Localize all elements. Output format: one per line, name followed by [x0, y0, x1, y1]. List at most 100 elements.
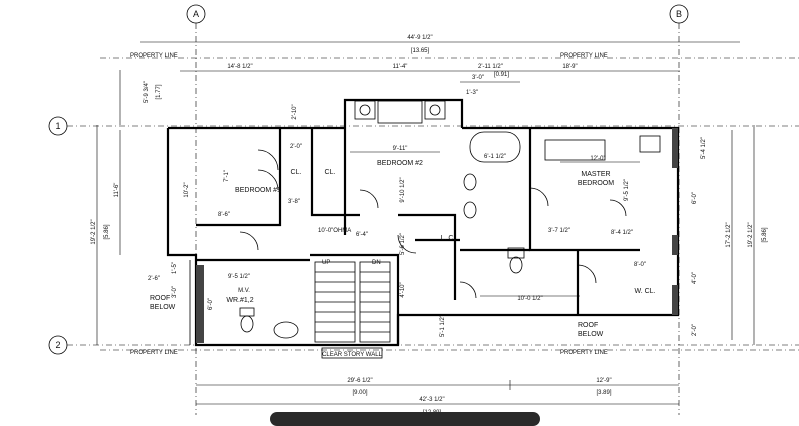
room-walk-in-closet: W. CL. — [634, 288, 655, 295]
dim-top-s2: 1'-3" — [466, 90, 478, 96]
dim-right-e: 4'-0" — [692, 272, 698, 284]
roof-below-right-2: BELOW — [578, 331, 604, 338]
dim-12-0: 12'-0" — [590, 156, 605, 162]
dim-left-1-metric: [1.77] — [156, 84, 162, 99]
wr-toilet-tank — [239, 307, 255, 317]
wr-toilet-bowl — [240, 315, 254, 333]
dim-bottom-a-metric: [9.00] — [352, 390, 367, 396]
property-line-label-top-right: PROPERTY LINE — [560, 53, 608, 59]
nightstand-1 — [354, 100, 376, 120]
room-bedroom-1: BEDROOM #1 — [235, 187, 281, 194]
dim-bottom-b: 12'-9" — [596, 378, 611, 384]
clear-story-wall-label: CLEAR STORY WALL — [322, 352, 382, 358]
dim-bottom-overall: 42'-3 1/2" — [419, 397, 444, 403]
dim-10-0: 10'-0 1/2" — [517, 296, 542, 302]
room-linen-closet: L. C. — [441, 235, 456, 242]
fixtures — [189, 100, 661, 345]
room-labels: BEDROOM #1 BEDROOM #2 MASTER BEDROOM CL.… — [150, 160, 656, 359]
room-washroom: WR.#1,2 — [226, 297, 253, 304]
dim-1-5: 1'-5" — [172, 262, 178, 274]
master-headboard — [544, 139, 606, 161]
room-mv: M.V. — [238, 288, 250, 294]
lamp-2 — [429, 104, 441, 116]
dim-7-1: 7'-1" — [224, 170, 230, 182]
interior-dimensions: 2'-10" 9'-11" 10'-2" 7'-1" 8'-6" 3'-8" 2… — [184, 104, 646, 337]
dim-3-0: 3'-0" — [172, 286, 178, 298]
dim-left-b: 11'-6" — [114, 183, 120, 198]
dim-8-4: 8'-4 1/2" — [611, 230, 633, 236]
dim-9-5b: 9'-5 1/2" — [228, 274, 250, 280]
roof-below-left-1: ROOF — [150, 295, 170, 302]
toilet-tank — [507, 247, 525, 259]
toilet-bowl — [509, 256, 523, 274]
room-bedroom-2: BEDROOM #2 — [377, 160, 423, 167]
dim-8-6: 8'-6" — [218, 212, 230, 218]
dim-left-1: 5'-9 3/4" — [144, 81, 150, 103]
bottom-scroll-bar[interactable] — [270, 412, 540, 426]
dim-left-metric: [5.86] — [104, 224, 110, 239]
grid-line-2: 2 — [48, 335, 799, 355]
dim-top-s1: 3'-0" — [472, 75, 484, 81]
dim-10-2: 10'-2" — [184, 182, 190, 197]
dim-4-10: 4'-10" — [400, 282, 406, 297]
stairs: UP DN — [314, 260, 391, 343]
grid-line-a: A — [186, 4, 206, 415]
lamp-1 — [359, 104, 371, 116]
dim-overall-top-metric: [13.65] — [411, 48, 430, 54]
doors — [239, 149, 627, 299]
dim-bottom-a: 29'-6 1/2" — [347, 378, 372, 384]
grid-label-a: A — [193, 9, 199, 19]
dim-right-b: 17'-2 1/2" — [726, 222, 732, 247]
dim-left-overall: 19'-2 1/2" — [91, 219, 97, 244]
dim-9-11: 9'-11" — [393, 146, 408, 152]
roof-below-left-2: BELOW — [150, 304, 176, 311]
dim-top-b: 11'-4" — [393, 64, 408, 70]
property-line-bottom: PROPERTY LINE PROPERTY LINE — [100, 349, 799, 356]
dim-6-0: 6'-0" — [208, 298, 214, 310]
dim-2-6: 2'-6" — [148, 276, 160, 282]
dim-2-0: 2'-0" — [290, 144, 302, 150]
dim-top-s3-metric: [0.91] — [494, 72, 509, 78]
right-dimensions: 19'-2 1/2" [5.86] 17'-2 1/2" 5'-4 1/2" 6… — [692, 125, 768, 345]
dim-9-5: 9'-5 1/2" — [624, 179, 630, 201]
label-ohma: 10'-0"OHMA — [318, 228, 351, 234]
sink-1 — [463, 173, 477, 191]
dim-9-10: 9'-10 1/2" — [400, 177, 406, 202]
dim-6-4: 6'-4" — [356, 232, 368, 238]
property-line-label-bottom-right: PROPERTY LINE — [560, 350, 608, 356]
grid-label-b: B — [676, 9, 682, 19]
interior-walls — [196, 128, 640, 345]
roof-below-right-1: ROOF — [578, 322, 598, 329]
headboard — [377, 100, 423, 124]
dim-top-s3: 2'-11 1/2" — [478, 64, 503, 70]
property-line-top: PROPERTY LINE PROPERTY LINE — [100, 53, 799, 59]
master-nightstand — [639, 135, 661, 153]
dim-right-c: 5'-4 1/2" — [701, 137, 707, 159]
stair-down-label: DN — [372, 260, 381, 266]
bottom-dimensions: 29'-6 1/2" [9.00] 12'-9" [3.89] 42'-3 1/… — [196, 378, 679, 416]
stair-up-label: UP — [322, 260, 330, 266]
dim-top-c: 18'-9" — [562, 64, 577, 70]
bathtub — [469, 131, 521, 163]
dim-6-1: 6'-1 1/2" — [484, 154, 506, 160]
dim-overall-top: 44'-9 1/2" — [407, 35, 432, 41]
room-master-line-1: MASTER — [581, 171, 610, 178]
room-closet-2: CL. — [325, 169, 336, 176]
dim-right-f: 2'-0" — [692, 324, 698, 336]
grid-label-1: 1 — [55, 121, 60, 131]
left-dimensions: 5'-9 3/4" [1.77] 19'-2 1/2" [5.86] 11'-6… — [91, 70, 178, 345]
room-master-line-2: BEDROOM — [578, 180, 614, 187]
grid-label-2: 2 — [55, 340, 60, 350]
property-line-label-top-left: PROPERTY LINE — [130, 53, 178, 59]
dim-right-overall: 19'-2 1/2" — [748, 222, 754, 247]
dim-8-0: 8'-0" — [634, 262, 646, 268]
sink-2 — [463, 201, 477, 219]
dim-5-6: 5'-6 1/2" — [400, 233, 406, 255]
dim-3-7: 3'-7 1/2" — [548, 228, 570, 234]
dim-5-1: 5'-1 1/2" — [440, 315, 446, 337]
wr-sink — [273, 321, 299, 339]
dim-top-a: 14'-8 1/2" — [227, 64, 252, 70]
dim-bottom-b-metric: [3.89] — [596, 390, 611, 396]
nightstand-2 — [424, 100, 446, 120]
